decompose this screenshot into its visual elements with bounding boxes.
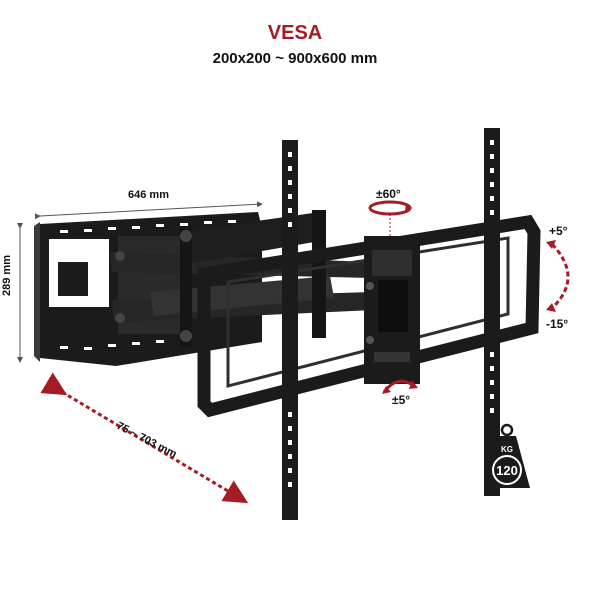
page-title: VESA [267, 22, 323, 44]
tilt-arrow [546, 240, 570, 312]
tv-bracket [197, 128, 541, 520]
dimension-lines [17, 201, 263, 504]
swivel-label: ±60° [376, 187, 401, 201]
tilt-down-label: -15° [546, 317, 569, 331]
height-label: 289 mm [1, 255, 13, 296]
vesa-range: 200x200 ~ 900x600 mm [212, 50, 378, 67]
tilt-up-label: +5° [549, 224, 568, 238]
rotation-arrow [382, 379, 418, 394]
load-unit: KG [501, 445, 513, 454]
load-value: 120 [496, 463, 518, 478]
width-label: 646 mm [128, 189, 169, 201]
load-weight-badge: KG 120 [484, 423, 530, 488]
swivel-arrow [368, 200, 412, 236]
rotation-label: ±5° [392, 393, 411, 407]
